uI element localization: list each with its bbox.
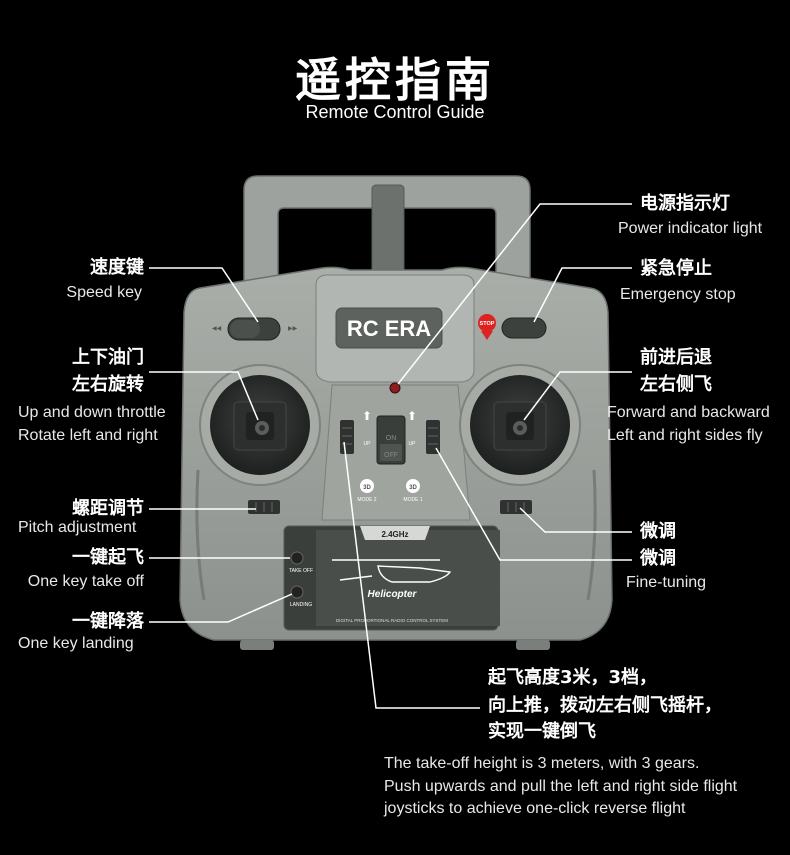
svg-text:MODE 1: MODE 1 (403, 497, 422, 503)
speed-key[interactable] (227, 317, 281, 341)
svg-text:3D: 3D (363, 485, 371, 491)
power-switch[interactable]: ON OFF (376, 415, 406, 465)
svg-text:◀◀: ◀◀ (212, 326, 222, 332)
svg-text:UP: UP (364, 441, 372, 447)
emergency-stop-label-en: Emergency stop (620, 286, 736, 303)
takeoff-label-cn: 一键起飞 (72, 547, 144, 568)
svg-text:Helicopter: Helicopter (368, 589, 418, 600)
emergency-stop-button[interactable] (501, 317, 547, 339)
emergency-stop-label-cn: 紧急停止 (640, 258, 712, 279)
takeoff-label-en: One key take off (27, 573, 144, 590)
svg-text:⬆: ⬆ (362, 409, 372, 423)
power-indicator-light (389, 382, 401, 394)
svg-text:MODE 2: MODE 2 (357, 497, 376, 503)
svg-text:ON: ON (386, 435, 397, 442)
svg-text:STOP: STOP (480, 321, 495, 327)
forward-label-cn2: 左右侧飞 (640, 374, 712, 395)
brand-logo: RC ERA (347, 316, 431, 341)
right-vertical-trim[interactable] (426, 420, 440, 454)
flip-label-cn1: 起飞高度3米，3档， (488, 667, 658, 688)
svg-text:DIGITAL PROPORTIONAL RADIO CON: DIGITAL PROPORTIONAL RADIO CONTROL SYSTE… (336, 618, 448, 623)
svg-text:2.4GHz: 2.4GHz (381, 530, 408, 539)
flip-label-en3: joysticks to achieve one-click reverse f… (384, 800, 686, 817)
svg-text:OFF: OFF (384, 452, 398, 459)
landing-label-en: One key landing (18, 635, 134, 652)
svg-text:UP: UP (409, 441, 417, 447)
svg-text:▶▶: ▶▶ (288, 326, 298, 332)
flip-label-cn3: 实现一键倒飞 (488, 721, 596, 742)
trim2-label-cn: 微调 (640, 548, 676, 569)
right-joystick[interactable] (459, 364, 581, 486)
svg-text:TAKE OFF: TAKE OFF (289, 568, 313, 574)
svg-text:⬆: ⬆ (407, 409, 417, 423)
landing-label-cn: 一键降落 (72, 611, 144, 632)
speed-key-label-en: Speed key (66, 284, 142, 301)
power-indicator-label-cn: 电源指示灯 (640, 193, 730, 214)
left-joystick[interactable] (199, 364, 321, 486)
flip-label-cn2: 向上推，拨动左右侧飞摇杆， (488, 695, 722, 716)
power-indicator-label-en: Power indicator light (618, 220, 763, 237)
forward-label-cn1: 前进后退 (640, 347, 712, 368)
throttle-label-en2: Rotate left and right (18, 427, 158, 444)
landing-button[interactable] (290, 585, 304, 599)
throttle-label-en1: Up and down throttle (18, 404, 166, 421)
bottom-panel: 2.4GHz Helicopter DIGITAL PROPORTIONAL R… (283, 525, 500, 631)
trim2-label-en: Fine-tuning (626, 574, 707, 591)
flip-label-en1: The take-off height is 3 meters, with 3 … (384, 755, 700, 772)
forward-label-en1: Forward and backward (607, 404, 770, 421)
left-vertical-trim[interactable] (340, 420, 354, 454)
right-horizontal-trim[interactable] (500, 500, 532, 514)
throttle-label-cn1: 上下油门 (72, 347, 144, 368)
trim1-label-cn: 微调 (640, 521, 676, 542)
flip-label-en2: Push upwards and pull the left and right… (384, 778, 738, 795)
page-title: 遥控指南 (295, 53, 495, 107)
pitch-label-en: Pitch adjustment (18, 519, 137, 536)
pitch-label-cn: 螺距调节 (72, 498, 144, 519)
page-subtitle: Remote Control Guide (305, 102, 485, 122)
pitch-adjustment-trim[interactable] (248, 500, 280, 514)
throttle-label-cn2: 左右旋转 (72, 374, 144, 395)
speed-key-label-cn: 速度键 (90, 257, 144, 278)
svg-text:3D: 3D (409, 485, 417, 491)
take-off-button[interactable] (290, 551, 304, 565)
forward-label-en2: Left and right sides fly (607, 427, 763, 444)
svg-text:LANDING: LANDING (290, 602, 312, 608)
